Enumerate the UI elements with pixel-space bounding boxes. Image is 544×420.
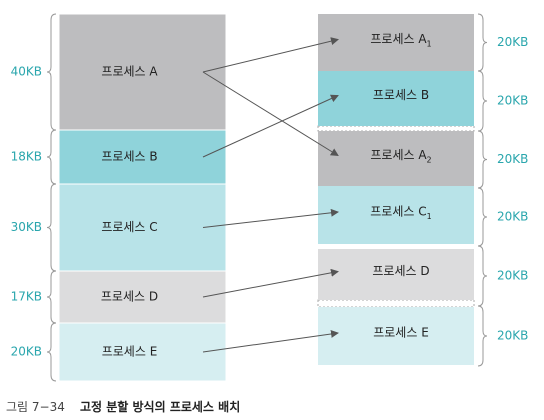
- right-size-brace: [477, 130, 488, 189]
- right-block-label: 프로세스 E: [373, 326, 429, 340]
- mapping-arrow: [202, 37, 339, 73]
- right-block-rect: [318, 186, 474, 244]
- unused-partition: [317, 299, 475, 308]
- left-size-label: 40KB: [11, 65, 42, 79]
- left-size-label: 20KB: [11, 345, 42, 359]
- left-block-label: 프로세스 A: [101, 65, 158, 79]
- right-block-rect: [318, 14, 474, 71]
- right-size-label: 20KB: [497, 329, 528, 343]
- left-size-label: 17KB: [11, 290, 42, 304]
- right-block-rect: [318, 307, 474, 365]
- right-block-label: 프로세스 C1: [370, 205, 431, 221]
- right-size-brace: [477, 70, 488, 132]
- right-size-label: 20KB: [497, 210, 528, 224]
- left-size-brace: [46, 322, 57, 382]
- right-block: 프로세스 B 20KB: [318, 70, 528, 132]
- mapping-arrows: [202, 37, 339, 353]
- unused-partition: [317, 125, 475, 132]
- right-block-label: 프로세스 D: [372, 264, 429, 278]
- right-block: 프로세스 E 20KB: [318, 305, 528, 367]
- left-block-rect: [58, 322, 227, 382]
- left-block-label: 프로세스 C: [101, 220, 157, 234]
- right-block: 프로세스 A2 20KB: [318, 130, 528, 189]
- right-size-label: 20KB: [497, 35, 528, 49]
- left-block-label: 프로세스 D: [101, 290, 158, 304]
- left-size-brace: [46, 183, 57, 272]
- left-block-label: 프로세스 B: [101, 150, 157, 164]
- left-size-brace: [46, 129, 57, 185]
- left-memory-column: 프로세스 A 40KB 프로세스 B 18KB 프로세스 C 30KB 프로세스 D 17KB…: [11, 13, 227, 382]
- mapping-arrow: [202, 330, 339, 353]
- right-block-rect: [318, 131, 474, 186]
- left-size-brace: [46, 13, 57, 131]
- mapping-arrow: [202, 208, 339, 228]
- mapping-arrow: [202, 268, 339, 298]
- left-size-brace: [46, 270, 57, 324]
- right-size-brace: [477, 187, 488, 247]
- left-block-rect: [58, 270, 227, 324]
- left-block-label: 프로세스 E: [102, 345, 158, 359]
- right-size-brace: [477, 305, 488, 367]
- left-block: 프로세스 D 17KB: [11, 270, 227, 324]
- right-size-brace: [477, 13, 488, 72]
- left-block: 프로세스 A 40KB: [11, 13, 227, 131]
- mapping-arrow: [202, 94, 339, 158]
- right-block: 프로세스 D 20KB: [318, 245, 528, 307]
- left-block: 프로세스 C 30KB: [11, 183, 227, 272]
- right-size-label: 20KB: [497, 269, 528, 283]
- figure-title: 고정 분할 방식의 프로세스 배치: [80, 400, 241, 414]
- right-block: 프로세스 A1 20KB: [318, 13, 528, 72]
- right-block-rect: [318, 71, 474, 126]
- right-memory-column: 프로세스 A1 20KB 프로세스 B 20KB 프로세스 A2 20KB 프로세스 C1 2…: [317, 13, 528, 367]
- left-block-rect: [58, 183, 227, 272]
- left-size-label: 30KB: [11, 220, 42, 234]
- left-block-rect: [58, 129, 227, 185]
- left-block-rect: [58, 13, 227, 131]
- right-block-rect: [318, 249, 474, 300]
- right-block: 프로세스 C1 20KB: [318, 186, 528, 247]
- right-block-label: 프로세스 A1: [370, 32, 431, 48]
- left-block: 프로세스 E 20KB: [11, 322, 227, 382]
- right-size-brace: [477, 245, 488, 307]
- right-size-label: 20KB: [497, 152, 528, 166]
- right-block-label: 프로세스 B: [373, 88, 429, 102]
- mapping-arrow: [202, 71, 339, 157]
- left-block: 프로세스 B 18KB: [11, 129, 227, 185]
- figure-number: 그림 7−34: [6, 400, 65, 414]
- right-size-label: 20KB: [497, 94, 528, 108]
- right-block-label: 프로세스 A2: [370, 148, 431, 164]
- left-size-label: 18KB: [11, 150, 42, 164]
